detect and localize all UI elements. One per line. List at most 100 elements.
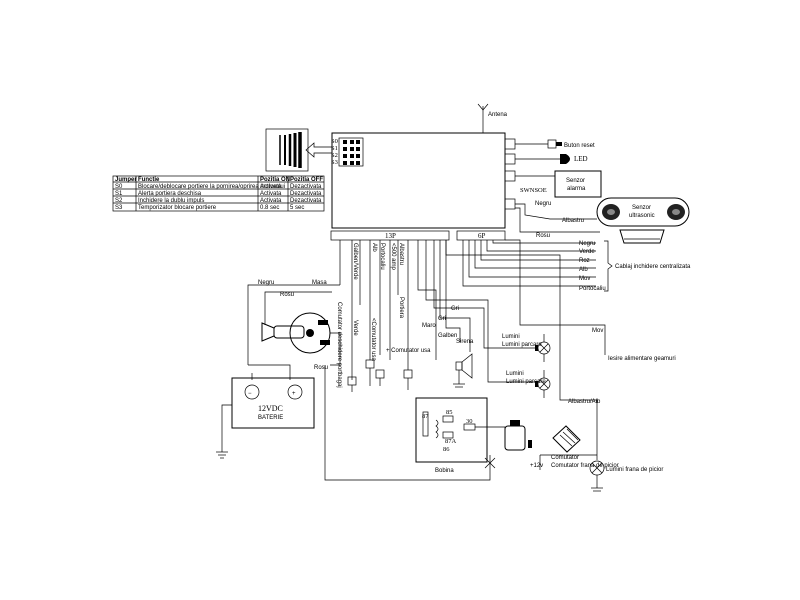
siren-icon — [453, 353, 473, 388]
cable-wire-roz: Roz — [579, 258, 590, 264]
plus-12v-label: +12v — [530, 463, 543, 469]
cable-wire-alb: Alb — [579, 267, 588, 273]
led-icon — [560, 154, 570, 164]
jumper-block — [338, 137, 364, 167]
relay-box — [415, 397, 488, 463]
cable-brace — [604, 240, 613, 292]
ignition-coil-icon — [504, 420, 532, 451]
sensor-mount-icon — [619, 229, 665, 244]
brake-switch-icon — [552, 425, 581, 453]
reset-button-label: Buton reset — [564, 143, 595, 149]
table-cell: Activata — [260, 191, 282, 197]
brake-lights-label: Lumini frana de picior — [606, 467, 663, 473]
table-cell: Activata — [260, 184, 282, 190]
wire-rosu-right-label: Rosu — [536, 233, 550, 239]
wire-gri-1: Gri — [451, 306, 459, 312]
ultrasonic-label-1: Senzor — [632, 205, 651, 211]
jumper-s1-label: S1 — [331, 145, 338, 152]
relay-pin-87a: 87A — [445, 438, 457, 445]
table-cell: Dezactivata — [290, 198, 322, 204]
table-cell: 5 sec — [290, 205, 304, 211]
relay-pin-30: 30 — [466, 418, 473, 425]
wire-albastru-label: Albastru — [562, 218, 584, 224]
window-output-label: Iesire alimentare geamuri — [608, 356, 676, 362]
wire-verde: Verde — [352, 320, 358, 336]
cable-label: Cablaj inchidere centralizata — [615, 264, 691, 270]
wire-current: <500 amp — [390, 243, 396, 271]
table-cell: Blocare/deblocare portiere la pornirea/o… — [138, 184, 285, 190]
window-icon — [265, 128, 309, 172]
wire-comutator-deschidere: Comutator deschidere portbagaj — [336, 302, 342, 388]
wire-portocaliu: Portocaliu — [379, 243, 385, 270]
jumper-pins — [343, 140, 360, 165]
parking-lights-label-1: Lumini parcare — [502, 342, 542, 348]
wire-galben: Galben — [438, 333, 457, 339]
door-switch-icon — [347, 359, 413, 392]
wire-albastru: Albastru — [398, 243, 404, 265]
cable-wire-portocaliu: Portocaliu — [579, 286, 606, 292]
wire-negru-left-label: Negru — [258, 280, 274, 286]
relay-pin-87: 87 — [422, 413, 429, 420]
table-cell: S0 — [115, 184, 123, 190]
arrow-left-icon — [305, 142, 333, 158]
parking-lights-label-1a: Lumini — [502, 334, 520, 340]
cable-wire-verde: Verde — [579, 249, 595, 255]
battery-minus: − — [248, 391, 252, 397]
wire-gri-2: Gri — [438, 316, 446, 322]
wire-rosu-bottom-label: Rosu — [314, 365, 328, 371]
wire-comutator-usa-vertical: <Comutator usa — [370, 318, 376, 362]
cable-wire-negru: Negru — [579, 241, 595, 247]
bobina-label: Bobina — [435, 468, 454, 474]
antenna-icon — [477, 103, 489, 133]
brake-switch-label: Comutator frana de picior — [551, 463, 619, 469]
connector-6p-label: 6P — [478, 232, 486, 240]
wire-alb: Alb — [371, 243, 377, 252]
table-cell: Temporizator blocare portiere — [138, 205, 217, 211]
table-header: Pozitia ON — [260, 177, 290, 183]
table-header: Functie — [138, 177, 160, 183]
bulb-icon — [535, 334, 551, 362]
alarm-sensor-box — [554, 170, 602, 198]
relay-pin-86: 86 — [443, 446, 450, 453]
brake-switch-label-1: Comutator — [551, 455, 579, 461]
wire-portiera: Portiera — [398, 297, 404, 319]
antenna-label: Antena — [488, 112, 508, 118]
jumper-s3-label: S3 — [331, 159, 338, 166]
wire-rosu-top-label: Rosu — [280, 292, 294, 298]
parking-lights-label-2: Lumini parcare — [506, 379, 546, 385]
table-cell: Dezactivata — [290, 184, 322, 190]
wire-albastru-alb-label: Albastru/Alb — [568, 399, 601, 405]
table-cell: 0.8 sec — [260, 205, 279, 211]
cable-wire-mov: Mov — [579, 276, 590, 282]
ground-icon — [216, 451, 228, 459]
led-label: LED — [574, 155, 588, 163]
brake-light-icon — [589, 460, 605, 492]
ultrasonic-sensor-icon — [596, 197, 690, 227]
siren-label: Sirena — [456, 339, 474, 345]
alarm-sensor-label-2: alarma — [567, 186, 586, 192]
wire-mov-label: Mov — [592, 328, 603, 334]
bulb-icon — [535, 370, 551, 398]
wire-maro: Maro — [422, 323, 436, 329]
table-cell: Dezactivata — [290, 191, 322, 197]
table-cell: S2 — [115, 198, 123, 204]
table-cell: Activata — [260, 198, 282, 204]
table-header: Pozitia OFF — [290, 177, 323, 183]
connector-13p-label: 13P — [385, 232, 396, 240]
table-header: Jumper — [115, 177, 137, 183]
ultrasonic-label-2: ultrasonic — [629, 213, 655, 219]
right-connectors — [504, 138, 516, 210]
ignition-switch-icon — [261, 312, 331, 354]
battery-voltage-label: 12VDC — [258, 404, 283, 413]
relay-pin-85: 85 — [446, 409, 453, 416]
reset-button-icon — [547, 139, 562, 149]
table-cell: S3 — [115, 205, 123, 211]
cable-6p — [462, 240, 596, 287]
wire-negru-top-label: Negru — [535, 201, 551, 207]
swnsoe-label: SWNSOE — [520, 187, 547, 194]
jumper-labels: S0 S1 S2 S3 — [331, 138, 338, 166]
jumper-table: Jumper Functie Pozitia ON Pozitia OFF S0… — [112, 175, 325, 212]
parking-lights-label-2a: Lumini — [506, 371, 524, 377]
wire-masa-label: Masa — [312, 280, 327, 286]
